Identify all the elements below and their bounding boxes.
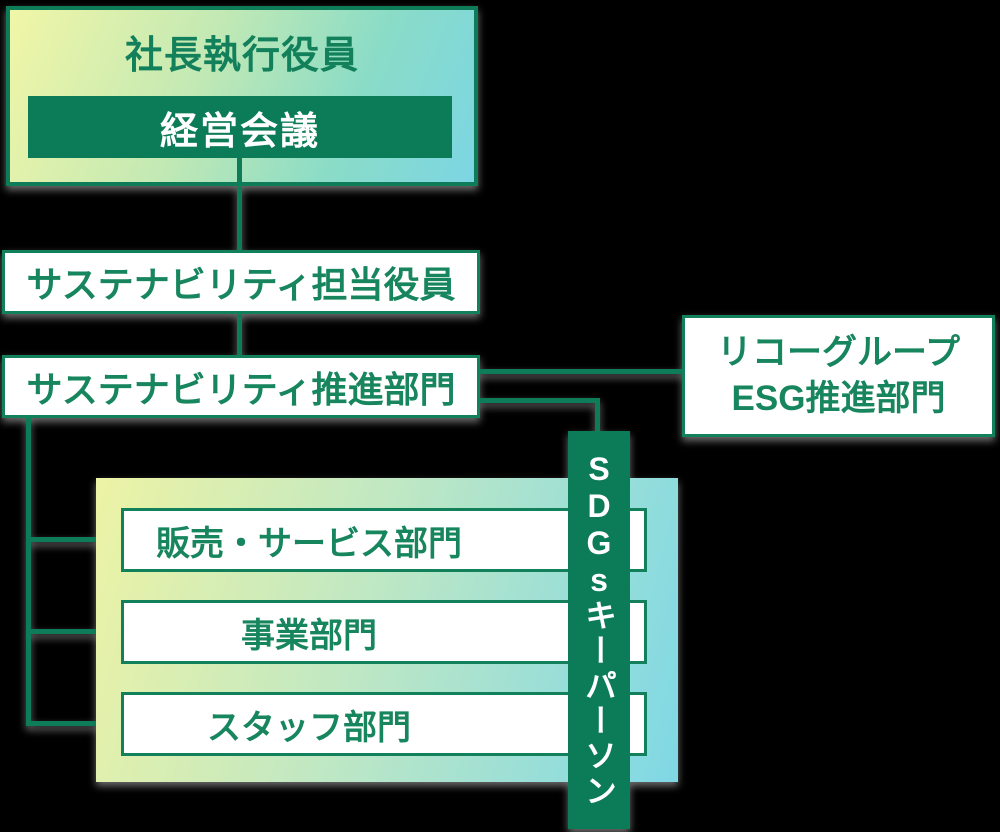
department-box-staff: スタッフ部門 xyxy=(121,692,647,756)
department-box-business: 事業部門 xyxy=(121,600,647,664)
connector-stub-staff xyxy=(31,721,121,726)
ricoh-esg-box: リコーグループ ESG推進部門 xyxy=(682,315,995,437)
sustainability-officer-box: サステナビリティ担当役員 xyxy=(2,250,480,314)
connector-stub-business xyxy=(31,629,121,634)
management-meeting-box: 経営会議 xyxy=(28,96,452,158)
department-box-sales: 販売・サービス部門 xyxy=(121,508,647,572)
sustainability-promotion-box: サステナビリティ推進部門 xyxy=(2,355,480,418)
connector-promotion-to-sdgs-vertical xyxy=(595,398,600,431)
sdgs-keyperson-latin: SDGs xyxy=(581,451,617,599)
ricoh-esg-line1: リコーグループ xyxy=(717,332,960,372)
ricoh-esg-line2: ESG推進部門 xyxy=(731,379,946,418)
sdgs-keyperson-label: SDGsキーパーソン xyxy=(581,451,617,809)
sdgs-keyperson-kana: キーパーソン xyxy=(581,599,617,809)
connector-officer-to-promotion xyxy=(237,314,242,355)
sdgs-keyperson-box: SDGsキーパーソン xyxy=(568,431,630,829)
connector-stub-sales xyxy=(31,537,121,542)
connector-president-to-officer xyxy=(237,158,242,250)
connector-promotion-to-esg xyxy=(478,369,682,374)
connector-promotion-to-sdgs-horizontal xyxy=(478,398,600,403)
connector-promotion-to-departments xyxy=(26,418,31,726)
president-title: 社長執行役員 xyxy=(124,35,359,77)
